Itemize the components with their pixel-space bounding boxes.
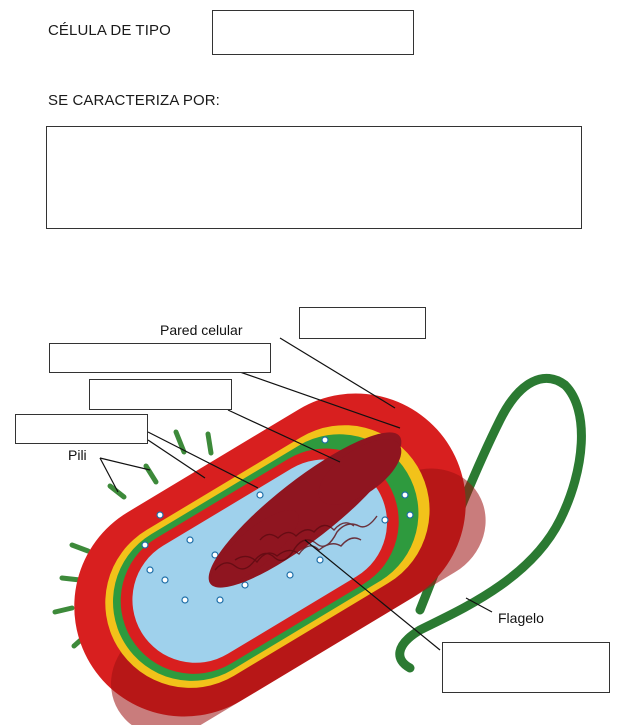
diagram-answer-box-3[interactable] xyxy=(89,379,232,410)
flagellum-shape xyxy=(395,373,586,673)
cell-type-label: CÉLULA DE TIPO xyxy=(48,22,171,39)
cell-wall-label: Pared celular xyxy=(160,322,243,338)
diagram-answer-box-5[interactable] xyxy=(442,642,610,693)
pili-leader-b xyxy=(99,457,119,493)
flagellum-label: Flagelo xyxy=(498,610,544,626)
box-2-leader xyxy=(239,371,401,429)
diagram-answer-box-2[interactable] xyxy=(49,343,271,373)
characteristics-answer-box[interactable] xyxy=(46,126,582,229)
cell-wall-leader xyxy=(279,337,396,409)
cytoplasm-shape xyxy=(132,459,388,663)
pili-group xyxy=(52,429,321,696)
plasma-membrane-shape xyxy=(112,434,419,681)
box-4-leader xyxy=(147,431,259,489)
nucleoid-group xyxy=(208,432,402,588)
flagellum-leader xyxy=(465,597,493,613)
diagram-answer-box-4[interactable] xyxy=(15,414,148,444)
ribosomes-group xyxy=(141,436,414,604)
box-3-leader xyxy=(227,409,341,463)
cell-type-answer-box[interactable] xyxy=(212,10,414,55)
nucleoid-coils xyxy=(214,515,378,571)
box-5-leader xyxy=(304,539,441,651)
pili-label: Pili xyxy=(68,447,87,463)
pili-leader-a xyxy=(99,457,151,471)
diagram-answer-box-1[interactable] xyxy=(299,307,426,339)
box-4-leader-b xyxy=(147,439,206,479)
characterized-by-label: SE CARACTERIZA POR: xyxy=(48,92,220,109)
inner-wall-shape xyxy=(120,448,399,674)
